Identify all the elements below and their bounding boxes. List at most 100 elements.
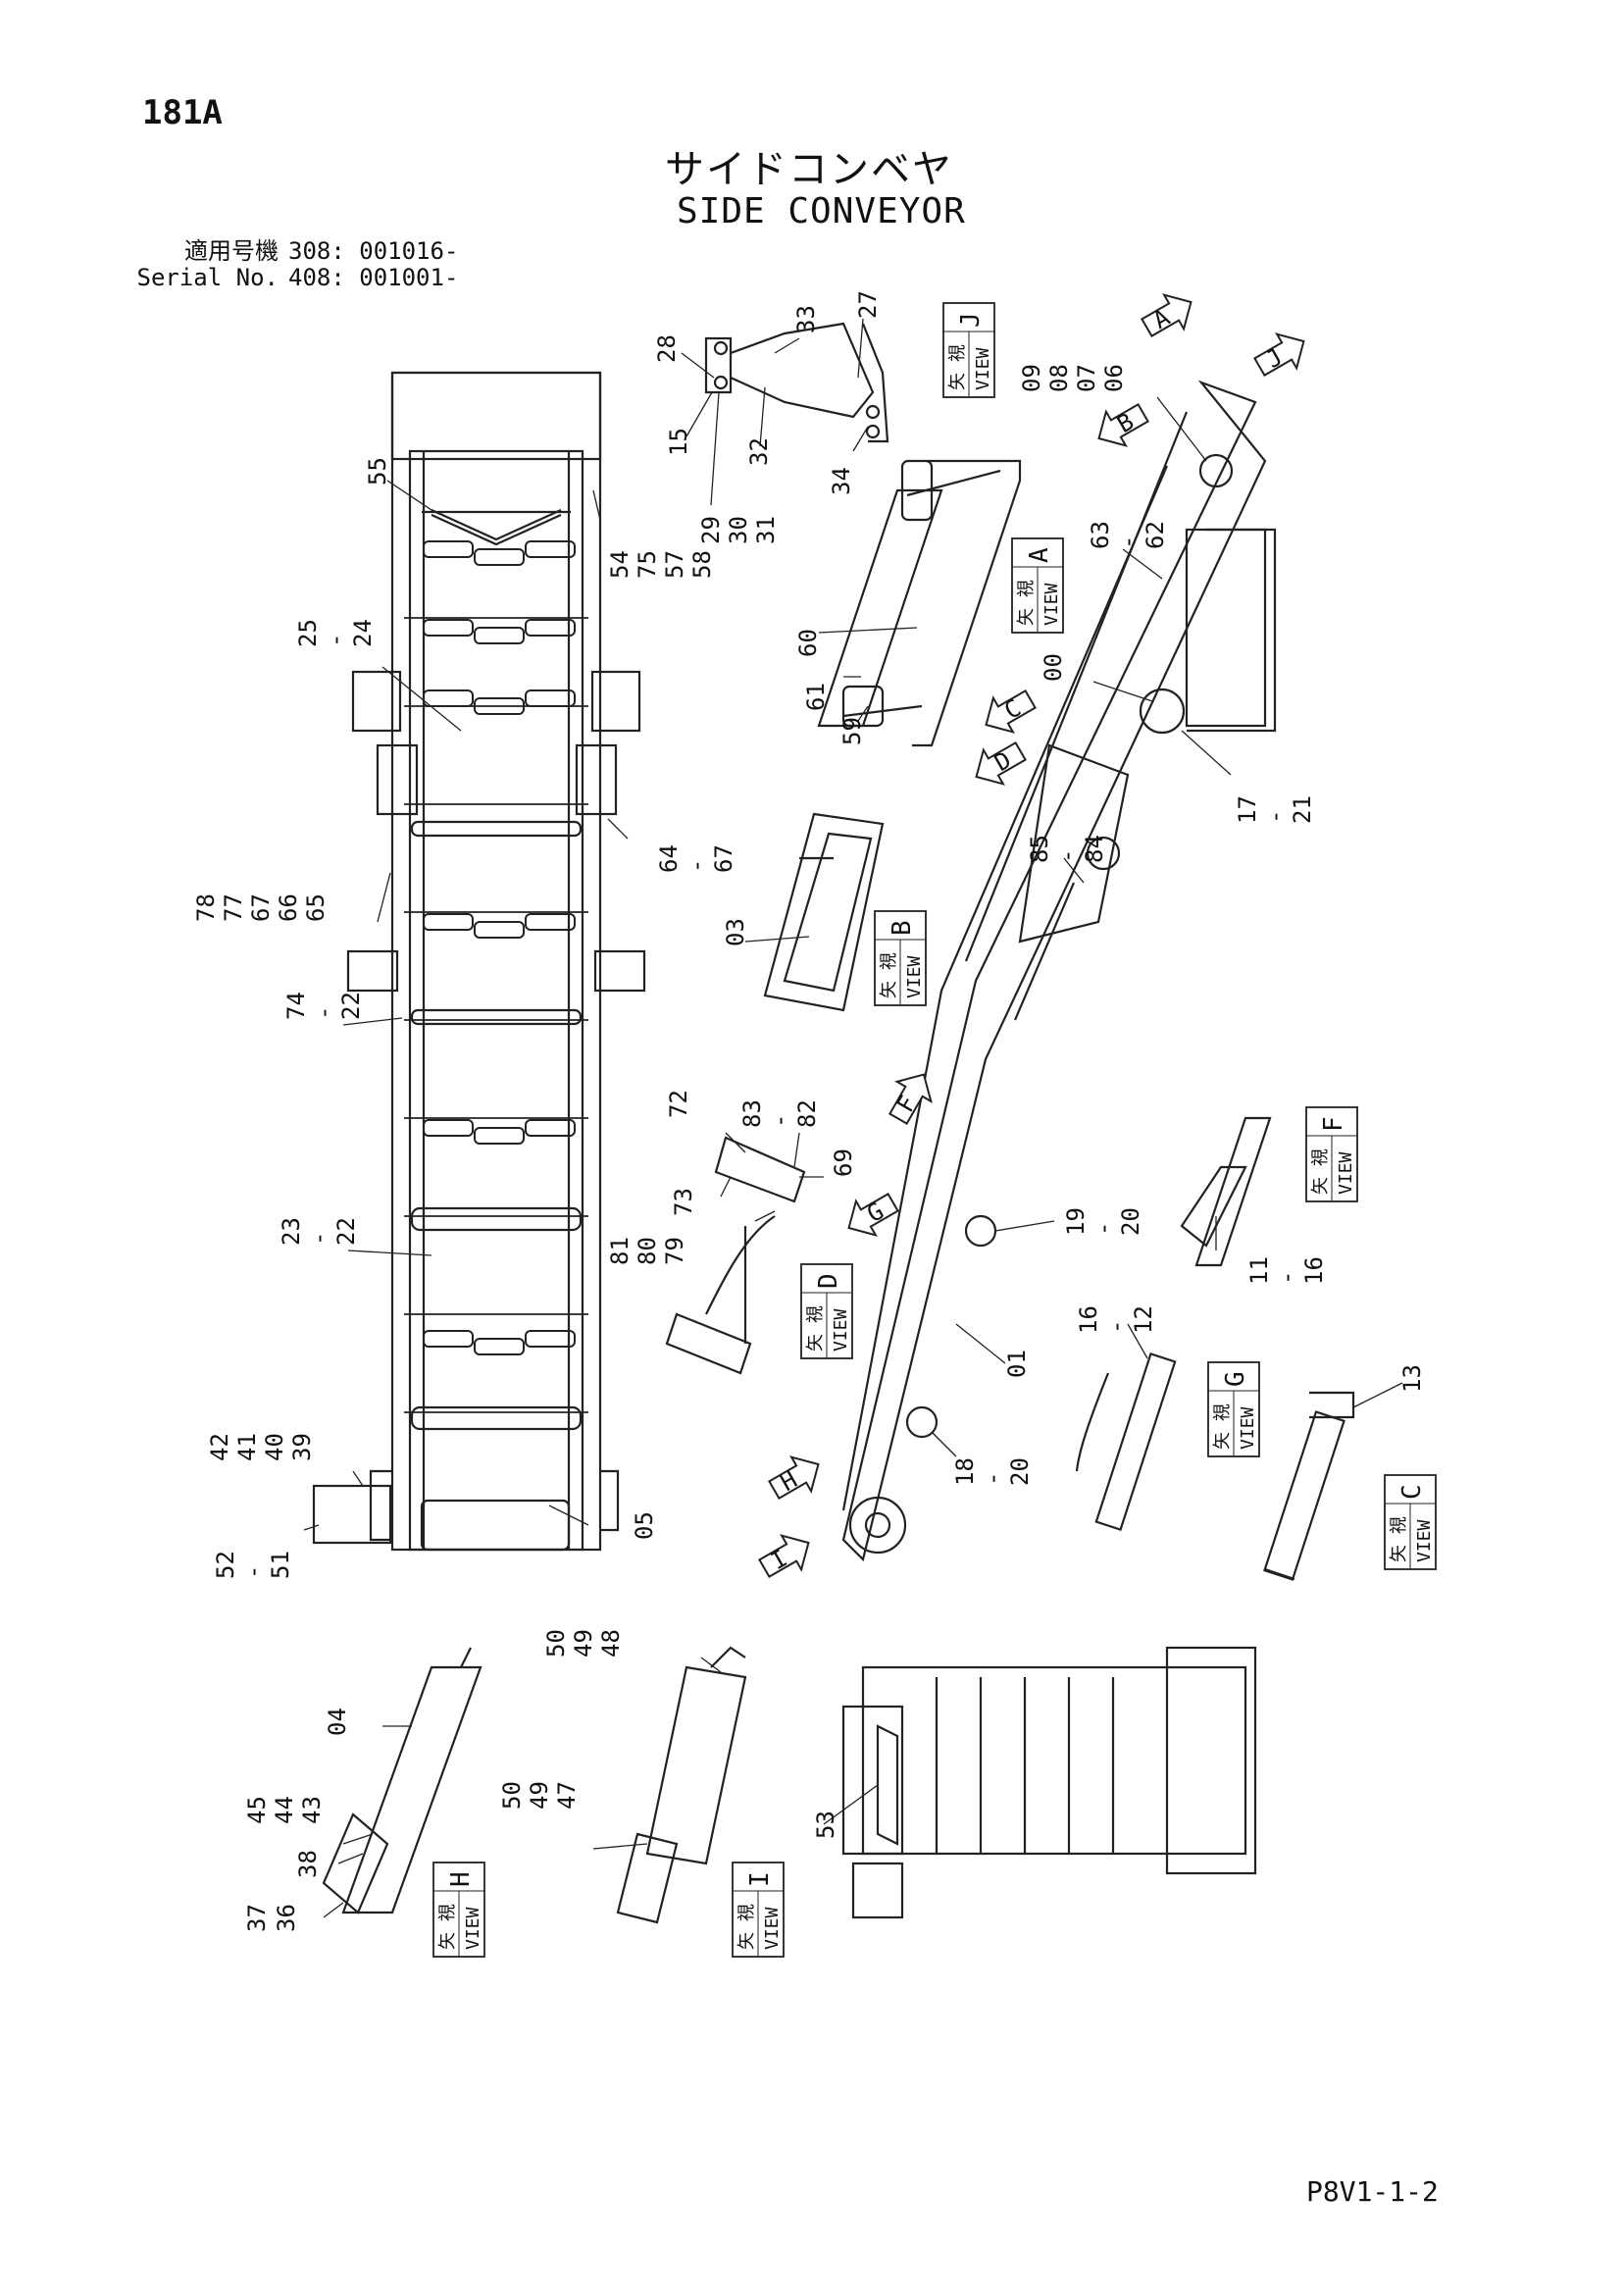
callout-05: 05 [631,1511,658,1540]
view-label-f: 矢 視 VIEW F [1305,1106,1358,1202]
callout-33: 33 [792,305,820,333]
callout-74: 74 [282,992,310,1020]
callout-50a: 50 [542,1629,570,1658]
callout-37: 37 [243,1904,271,1932]
callout-17: 17 [1234,795,1261,824]
callout-27: 27 [854,290,882,319]
svg-text:G: G [1221,1371,1250,1387]
callout-50b: 50 [498,1781,526,1810]
svg-text:-: - [683,859,710,873]
arrow-h-icon: H [768,1455,820,1501]
callout-15: 15 [665,428,692,456]
callout-78: 78 [192,893,220,922]
callout-39: 39 [288,1433,316,1461]
view-label-i: 矢 視 VIEW I [732,1862,785,1958]
svg-text:VIEW: VIEW [1041,583,1062,626]
view-label-d: 矢 視 VIEW D [800,1263,853,1359]
svg-text:-: - [305,1232,332,1246]
callout-06: 06 [1100,364,1128,392]
callout-58: 58 [688,550,716,579]
callout-85: 85 [1026,835,1053,863]
page-number: 181A [142,93,223,132]
svg-text:-: - [322,634,349,647]
view-g-detail [1075,1352,1177,1531]
callout-67: 67 [247,893,275,922]
svg-text:VIEW: VIEW [1414,1519,1435,1562]
callout-28: 28 [653,334,681,363]
arrow-i-icon: I [758,1534,810,1579]
callout-16a: 16 [1300,1256,1328,1285]
callout-82: 82 [793,1099,821,1128]
leader-lines [303,318,1403,1918]
callout-51: 51 [267,1551,294,1579]
svg-text:I: I [745,1871,775,1887]
callout-49a: 49 [570,1629,597,1658]
callout-69: 69 [830,1148,857,1177]
callout-52: 52 [212,1551,239,1579]
svg-text:-: - [979,1472,1006,1486]
svg-text:-: - [1261,810,1289,824]
arrow-a-icon: A [1141,293,1193,338]
callout-07: 07 [1073,364,1100,392]
svg-text:矢 視: 矢 視 [879,952,899,998]
callout-19: 19 [1062,1207,1090,1236]
callout-20b: 20 [1006,1457,1034,1486]
callout-67b: 67 [710,844,737,873]
title-japanese: サイドコンベヤ [665,147,953,192]
callout-08: 08 [1045,364,1073,392]
svg-text:-: - [1090,1222,1117,1236]
callout-22b: 22 [332,1217,360,1246]
callout-16b: 16 [1075,1305,1102,1334]
callout-59: 59 [838,717,866,745]
svg-text:矢 視: 矢 視 [1310,1148,1331,1195]
view-a-detail [817,459,1022,747]
callout-44: 44 [271,1796,298,1824]
svg-text:矢 視: 矢 視 [1016,580,1037,626]
svg-text:-: - [766,1114,793,1128]
callout-48: 48 [597,1629,625,1658]
callout-12: 12 [1130,1305,1157,1334]
svg-text:VIEW: VIEW [831,1308,851,1352]
callout-29: 29 [697,516,725,544]
svg-text:VIEW: VIEW [463,1907,483,1950]
callout-43: 43 [298,1796,326,1824]
arrow-j-icon: J [1253,332,1305,378]
callout-42: 42 [206,1433,233,1461]
callout-09: 09 [1018,364,1045,392]
view-d-detail [665,1136,806,1375]
drawing-code: P8V1-1-2 [1306,2175,1439,2208]
callout-66: 66 [275,893,302,922]
callout-57: 57 [661,550,688,579]
callout-00: 00 [1040,653,1067,682]
svg-text:矢 視: 矢 視 [947,344,968,390]
arrow-d-icon: D [975,740,1027,786]
svg-text:A: A [1025,547,1054,563]
callout-80: 80 [634,1237,661,1265]
callout-24: 24 [349,619,377,647]
arrow-c-icon: C [985,689,1037,734]
callout-53: 53 [812,1811,839,1839]
callout-41: 41 [233,1433,261,1461]
main-conveyor-plan-view [312,371,646,1552]
view-f-detail [1180,1116,1272,1267]
view-direction-arrows: A J B C D F G H [758,293,1305,1579]
svg-text:矢 視: 矢 視 [805,1305,826,1352]
svg-text:-: - [1102,1320,1130,1334]
callout-04: 04 [324,1708,351,1736]
callout-65: 65 [302,893,330,922]
callout-31: 31 [752,516,780,544]
callout-75: 75 [634,550,661,579]
svg-text:VIEW: VIEW [762,1907,783,1950]
svg-text:H: H [446,1871,476,1887]
callout-numbers: 55 25 - 24 78 77 67 66 65 74 - 22 23 - 2… [192,290,1426,1932]
svg-text:J: J [956,312,986,328]
callout-84: 84 [1081,835,1108,863]
svg-text:D: D [814,1273,843,1289]
callout-18: 18 [951,1457,979,1486]
serial-value-308: 308: 001016- [288,237,459,265]
callout-13: 13 [1398,1364,1426,1393]
callout-38: 38 [294,1850,322,1878]
svg-text:-: - [1114,536,1142,549]
serial-label-jp: 適用号機 [184,237,279,265]
